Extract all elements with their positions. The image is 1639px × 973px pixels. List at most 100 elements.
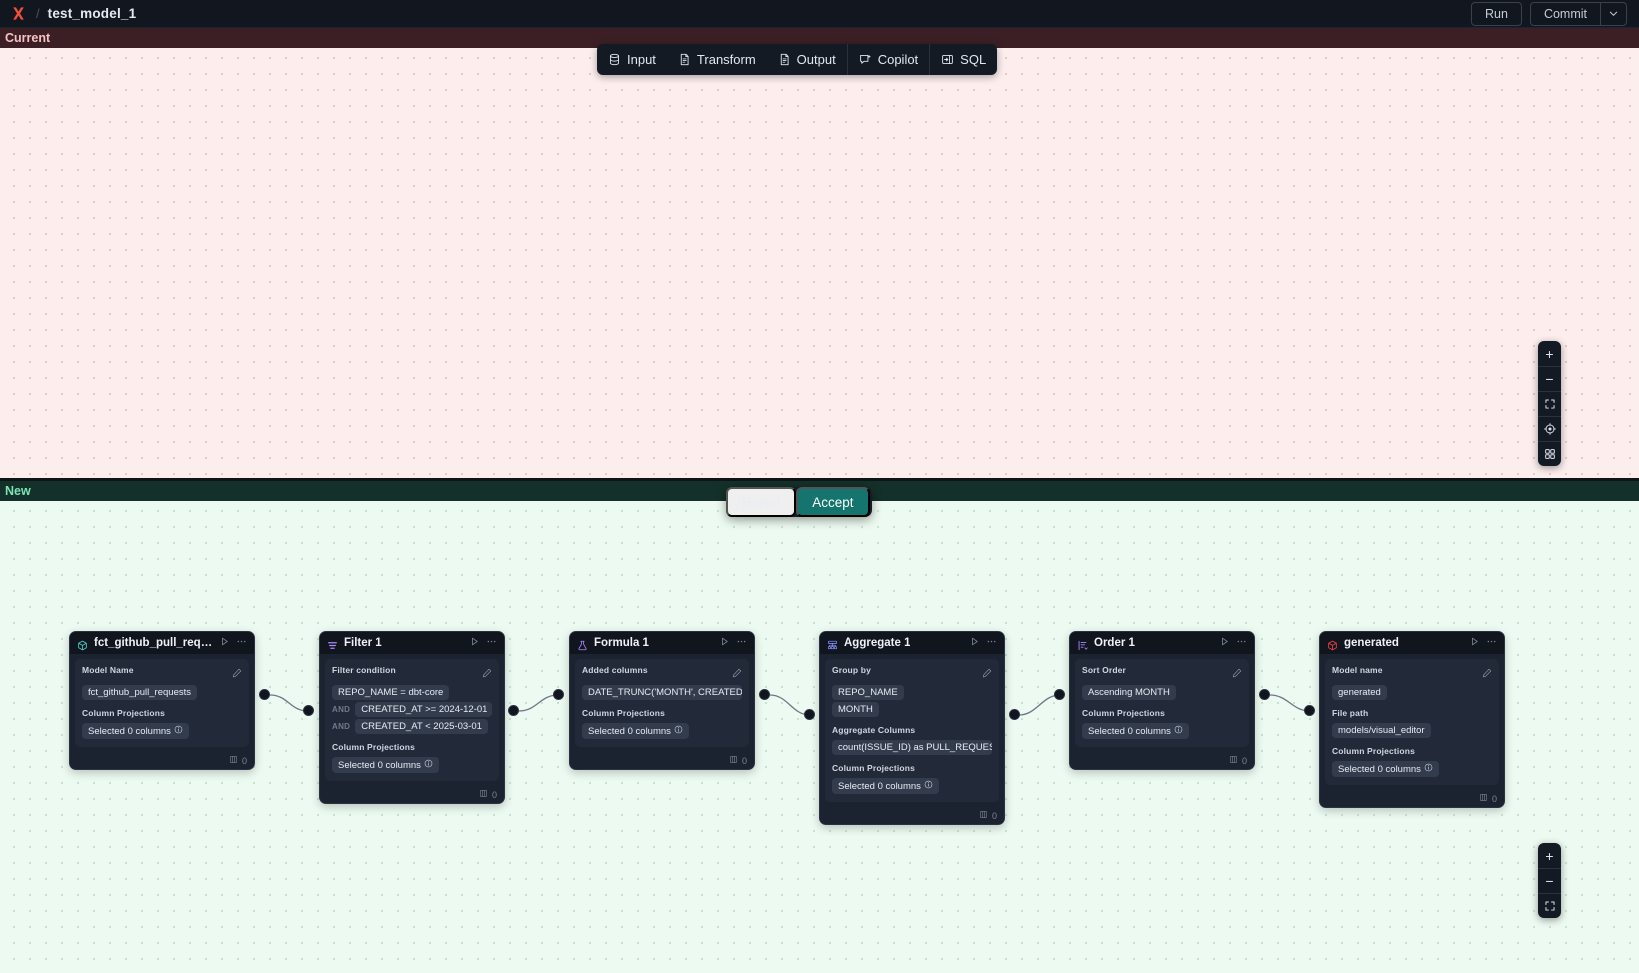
mode-tab-sql[interactable]: SQL — [929, 44, 997, 75]
field-label: Column Projections — [582, 708, 665, 718]
port-generated-in[interactable] — [1304, 705, 1315, 716]
flask-icon — [577, 638, 588, 650]
value-chip[interactable]: models/visual_editor — [1332, 723, 1431, 738]
zoom-in-icon[interactable]: + — [1545, 847, 1554, 864]
mode-tab-copilot[interactable]: Copilot — [846, 44, 929, 75]
recenter-icon[interactable] — [1538, 416, 1561, 441]
field-row: Group by — [832, 665, 992, 683]
value-chip[interactable]: Selected 0 columns — [1082, 723, 1189, 739]
value-chip[interactable]: Selected 0 columns — [332, 757, 439, 773]
more-icon[interactable] — [486, 634, 497, 652]
pencil-icon[interactable] — [732, 665, 742, 683]
value-chip[interactable]: Selected 0 columns — [832, 778, 939, 794]
document-icon — [678, 53, 691, 66]
port-order-out[interactable] — [1259, 689, 1270, 700]
more-icon[interactable] — [1236, 634, 1247, 652]
pencil-icon[interactable] — [1482, 665, 1492, 683]
mode-tab-input[interactable]: Input — [597, 44, 667, 75]
zoom-out-icon[interactable]: − — [1538, 366, 1561, 391]
node-title: Aggregate 1 — [844, 637, 911, 649]
port-formula-in[interactable] — [553, 689, 564, 700]
accept-button[interactable]: Accept — [796, 487, 870, 517]
more-icon[interactable] — [236, 634, 247, 652]
port-order-in[interactable] — [1054, 689, 1065, 700]
chip-text: CREATED_AT >= 2024-12-01 — [361, 704, 488, 715]
grid-toggle-icon[interactable] — [1538, 441, 1561, 466]
value-chip[interactable]: Selected 0 columns — [582, 723, 689, 739]
value-chip[interactable]: Selected 0 columns — [1332, 761, 1439, 777]
value-chip[interactable]: REPO_NAME = dbt-core — [332, 685, 450, 700]
pencil-icon — [982, 668, 992, 678]
columns-icon — [479, 789, 488, 800]
value-chip[interactable]: DATE_TRUNC('MONTH', CREATED_AT… — [582, 685, 742, 700]
chevron-down-icon[interactable] — [1600, 2, 1626, 25]
play-icon[interactable] — [1469, 634, 1480, 652]
chip-text: Selected 0 columns — [1088, 725, 1171, 737]
mode-tab-output[interactable]: Output — [767, 44, 847, 75]
fit-view-icon — [1544, 399, 1555, 409]
value-chip[interactable]: fct_github_pull_requests — [82, 685, 197, 700]
logo-x-icon[interactable] — [8, 4, 28, 24]
value-chip[interactable]: Ascending MONTH — [1082, 685, 1176, 700]
more-icon[interactable] — [736, 634, 747, 652]
fit-view-icon — [1544, 901, 1555, 911]
node-title: Order 1 — [1094, 637, 1135, 649]
value-chip[interactable]: MONTH — [832, 702, 879, 717]
play-icon[interactable] — [469, 634, 480, 652]
node-fct-github-pull-requests[interactable]: fct_github_pull_requestsModel Namefct_gi… — [69, 631, 255, 770]
info-icon[interactable] — [174, 725, 183, 737]
play-icon[interactable] — [1219, 634, 1230, 652]
play-icon[interactable] — [719, 634, 730, 652]
info-icon[interactable] — [674, 725, 683, 737]
zoom-out-icon[interactable]: − — [1538, 868, 1561, 893]
port-source-out[interactable] — [259, 689, 270, 700]
info-icon[interactable] — [1424, 763, 1433, 775]
canvas-current[interactable] — [0, 28, 1639, 478]
port-formula-out[interactable] — [759, 689, 770, 700]
field-label: Column Projections — [1082, 708, 1165, 718]
fit-view-icon[interactable] — [1538, 391, 1561, 416]
pencil-icon[interactable] — [1232, 665, 1242, 683]
database-icon — [608, 53, 621, 66]
mode-tab-transform[interactable]: Transform — [667, 44, 767, 75]
play-icon[interactable] — [969, 634, 980, 652]
fit-view-icon[interactable] — [1538, 893, 1561, 918]
port-filter-in[interactable] — [303, 705, 314, 716]
port-aggregate-out[interactable] — [1009, 709, 1020, 720]
pencil-icon[interactable] — [232, 665, 242, 683]
more-icon[interactable] — [986, 634, 997, 652]
more-icon[interactable] — [1486, 634, 1497, 652]
value-chip[interactable]: CREATED_AT >= 2024-12-01 — [355, 702, 492, 717]
port-aggregate-in[interactable] — [804, 709, 815, 720]
reject-button[interactable]: Reject — [726, 487, 797, 517]
value-chip[interactable]: REPO_NAME — [832, 685, 904, 700]
run-button[interactable]: Run — [1471, 1, 1522, 26]
port-filter-out[interactable] — [508, 705, 519, 716]
value-chip[interactable]: count(ISSUE_ID) as PULL_REQUEST_… — [832, 740, 992, 755]
field-row: File path — [1332, 700, 1492, 721]
value-chip[interactable]: Selected 0 columns — [82, 723, 189, 739]
chip-row: Selected 0 columns — [82, 723, 242, 739]
node-row-count: 0 — [741, 755, 747, 766]
pencil-icon[interactable] — [982, 665, 992, 683]
zoom-in-icon[interactable]: + — [1545, 345, 1554, 362]
commit-button[interactable]: Commit — [1543, 6, 1587, 21]
info-icon[interactable] — [1174, 725, 1183, 737]
value-chip[interactable]: CREATED_AT < 2025-03-01 — [355, 719, 488, 734]
field-row: Filter condition — [332, 665, 492, 683]
chip-row: generated — [1332, 685, 1492, 700]
field-row: Added columns — [582, 665, 742, 683]
play-icon[interactable] — [219, 634, 230, 652]
pencil-icon[interactable] — [482, 665, 492, 683]
play-icon — [972, 637, 978, 646]
info-icon[interactable] — [924, 780, 933, 792]
info-icon[interactable] — [424, 759, 433, 771]
value-chip[interactable]: generated — [1332, 685, 1387, 700]
